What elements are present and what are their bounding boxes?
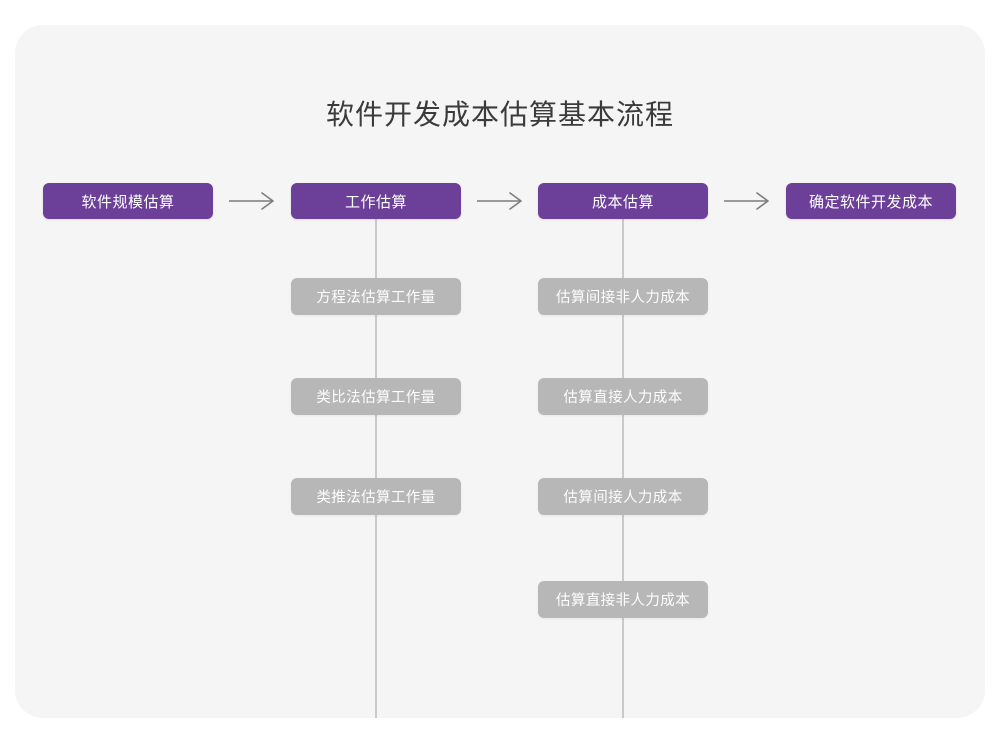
connector-line-stage-2 [375,218,377,718]
substep-node-stage3-4[interactable]: 估算直接非人力成本 [538,581,708,618]
substep-node-stage2-2[interactable]: 类比法估算工作量 [291,378,461,415]
connector-line-stage-3 [622,218,624,718]
stage-node-work-estimation[interactable]: 工作估算 [291,183,461,219]
stage-node-cost-estimation[interactable]: 成本估算 [538,183,708,219]
diagram-card [15,25,985,718]
arrow-stage3-to-stage4 [723,189,773,213]
stage-node-determine-development-cost[interactable]: 确定软件开发成本 [786,183,956,219]
substep-node-stage2-1[interactable]: 方程法估算工作量 [291,278,461,315]
substep-node-stage3-2[interactable]: 估算直接人力成本 [538,378,708,415]
substep-node-stage3-1[interactable]: 估算间接非人力成本 [538,278,708,315]
substep-node-stage2-3[interactable]: 类推法估算工作量 [291,478,461,515]
page-title: 软件开发成本估算基本流程 [325,99,674,130]
substep-node-stage3-3[interactable]: 估算间接人力成本 [538,478,708,515]
stage-node-software-scale-estimation[interactable]: 软件规模估算 [43,183,213,219]
arrow-stage1-to-stage2 [228,189,278,213]
arrow-stage2-to-stage3 [476,189,526,213]
